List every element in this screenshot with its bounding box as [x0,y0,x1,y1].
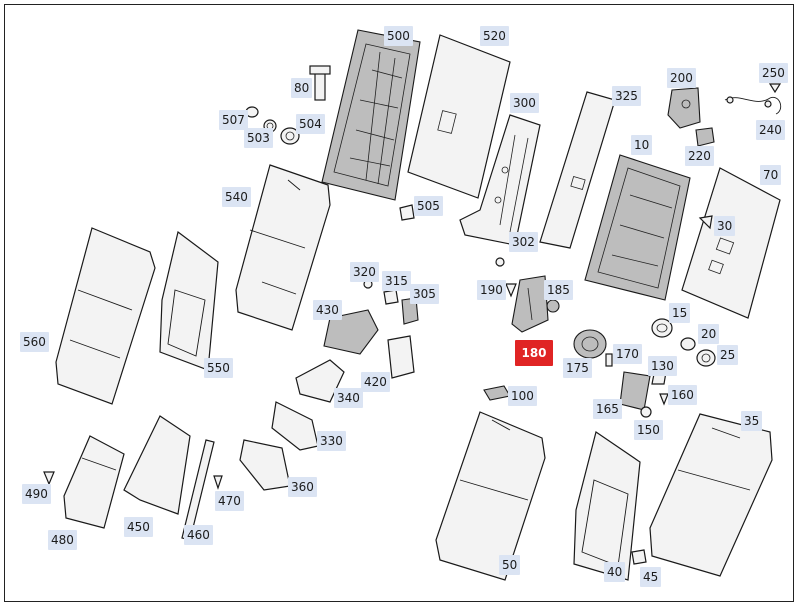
part-170-bolt[interactable] [605,353,613,367]
label-part-420[interactable]: 420 [361,372,390,392]
label-part-503[interactable]: 503 [244,128,273,148]
part-185-fastener[interactable] [546,299,560,313]
label-part-190[interactable]: 190 [477,280,506,300]
part-340-armrest-pad[interactable] [295,359,345,403]
part-315-clip[interactable] [383,289,399,305]
label-part-430[interactable]: 430 [313,300,342,320]
label-part-330[interactable]: 330 [317,431,346,451]
label-part-170[interactable]: 170 [613,344,642,364]
part-420-plate[interactable] [387,335,415,379]
part-150-nut[interactable] [640,406,652,418]
part-330-armrest-cover[interactable] [271,401,319,451]
label-part-35[interactable]: 35 [741,411,763,431]
part-302-pin[interactable] [495,257,505,267]
part-504-cap[interactable] [280,127,300,145]
label-part-507[interactable]: 507 [219,110,248,130]
label-part-550[interactable]: 550 [204,358,233,378]
part-190-screw[interactable] [505,283,517,298]
part-50-seat-cushion[interactable] [435,411,546,581]
label-part-320[interactable]: 320 [350,262,379,282]
label-part-20[interactable]: 20 [698,324,720,344]
part-220-connector[interactable] [695,127,715,147]
part-200-latch[interactable] [667,87,701,129]
part-20-washer[interactable] [680,337,696,351]
label-part-70[interactable]: 70 [760,165,782,185]
label-part-40[interactable]: 40 [604,562,626,582]
part-15-bearing[interactable] [651,318,673,338]
part-40-cushion-frame[interactable] [573,431,641,581]
label-part-50[interactable]: 50 [499,555,521,575]
label-part-175[interactable]: 175 [563,358,592,378]
label-part-305[interactable]: 305 [410,284,439,304]
part-70-rear-panel[interactable] [681,167,781,319]
label-part-180-selected[interactable]: 180 [515,340,553,366]
label-part-505[interactable]: 505 [414,196,443,216]
label-part-315[interactable]: 315 [382,271,411,291]
label-part-160[interactable]: 160 [668,385,697,405]
label-part-504[interactable]: 504 [296,114,325,134]
part-480-armrest-cushion[interactable] [63,435,125,529]
label-part-240[interactable]: 240 [756,120,785,140]
label-part-250[interactable]: 250 [759,63,788,83]
label-part-80[interactable]: 80 [291,78,313,98]
part-300-side-bracket[interactable] [459,114,541,246]
part-520-back-panel[interactable] [407,34,511,199]
label-part-360[interactable]: 360 [288,477,317,497]
part-430-armrest-housing[interactable] [323,309,379,355]
part-180-hinge-bracket[interactable] [511,275,549,333]
part-10-rear-backrest-frame[interactable] [584,154,691,301]
label-part-450[interactable]: 450 [124,517,153,537]
label-part-560[interactable]: 560 [20,332,49,352]
part-165-bracket[interactable] [619,371,651,411]
label-part-325[interactable]: 325 [612,86,641,106]
part-540-backrest-cushion[interactable] [235,164,331,331]
label-part-25[interactable]: 25 [717,345,739,365]
part-560-backrest-cover[interactable] [55,227,156,405]
part-100-trim[interactable] [483,385,511,401]
label-part-520[interactable]: 520 [480,26,509,46]
label-part-100[interactable]: 100 [508,386,537,406]
label-part-200[interactable]: 200 [667,68,696,88]
part-250-screw[interactable] [768,83,782,94]
label-part-130[interactable]: 130 [648,356,677,376]
label-part-302[interactable]: 302 [509,232,538,252]
label-part-30[interactable]: 30 [714,216,736,236]
part-505-clip[interactable] [399,204,415,221]
part-45-clip[interactable] [631,549,647,565]
label-part-10[interactable]: 10 [631,135,653,155]
part-490-screw[interactable] [43,471,55,486]
part-30-clip[interactable] [698,215,713,230]
part-450-carrier[interactable] [123,415,191,515]
part-160-screw[interactable] [659,393,669,406]
part-470-screw[interactable] [213,475,223,490]
part-240-cable[interactable] [724,96,782,115]
label-part-490[interactable]: 490 [22,484,51,504]
part-35-seat-cushion[interactable] [649,413,773,577]
label-part-220[interactable]: 220 [685,146,714,166]
label-part-500[interactable]: 500 [384,26,413,46]
label-part-150[interactable]: 150 [634,420,663,440]
part-550-cover-frame[interactable] [159,230,219,371]
label-part-15[interactable]: 15 [669,303,691,323]
part-500-backrest-frame[interactable] [321,29,421,201]
label-part-45[interactable]: 45 [640,567,662,587]
part-25-ring[interactable] [696,349,716,367]
part-80-bolt[interactable] [309,65,331,101]
label-part-480[interactable]: 480 [48,530,77,550]
part-325-long-panel[interactable] [539,91,616,249]
part-175-motor[interactable] [573,329,607,359]
label-part-460[interactable]: 460 [184,525,213,545]
label-part-340[interactable]: 340 [334,388,363,408]
part-360-armrest[interactable] [239,439,291,491]
label-part-540[interactable]: 540 [222,187,251,207]
label-part-185[interactable]: 185 [544,280,573,300]
label-part-165[interactable]: 165 [593,399,622,419]
label-part-470[interactable]: 470 [215,491,244,511]
label-part-300[interactable]: 300 [510,93,539,113]
